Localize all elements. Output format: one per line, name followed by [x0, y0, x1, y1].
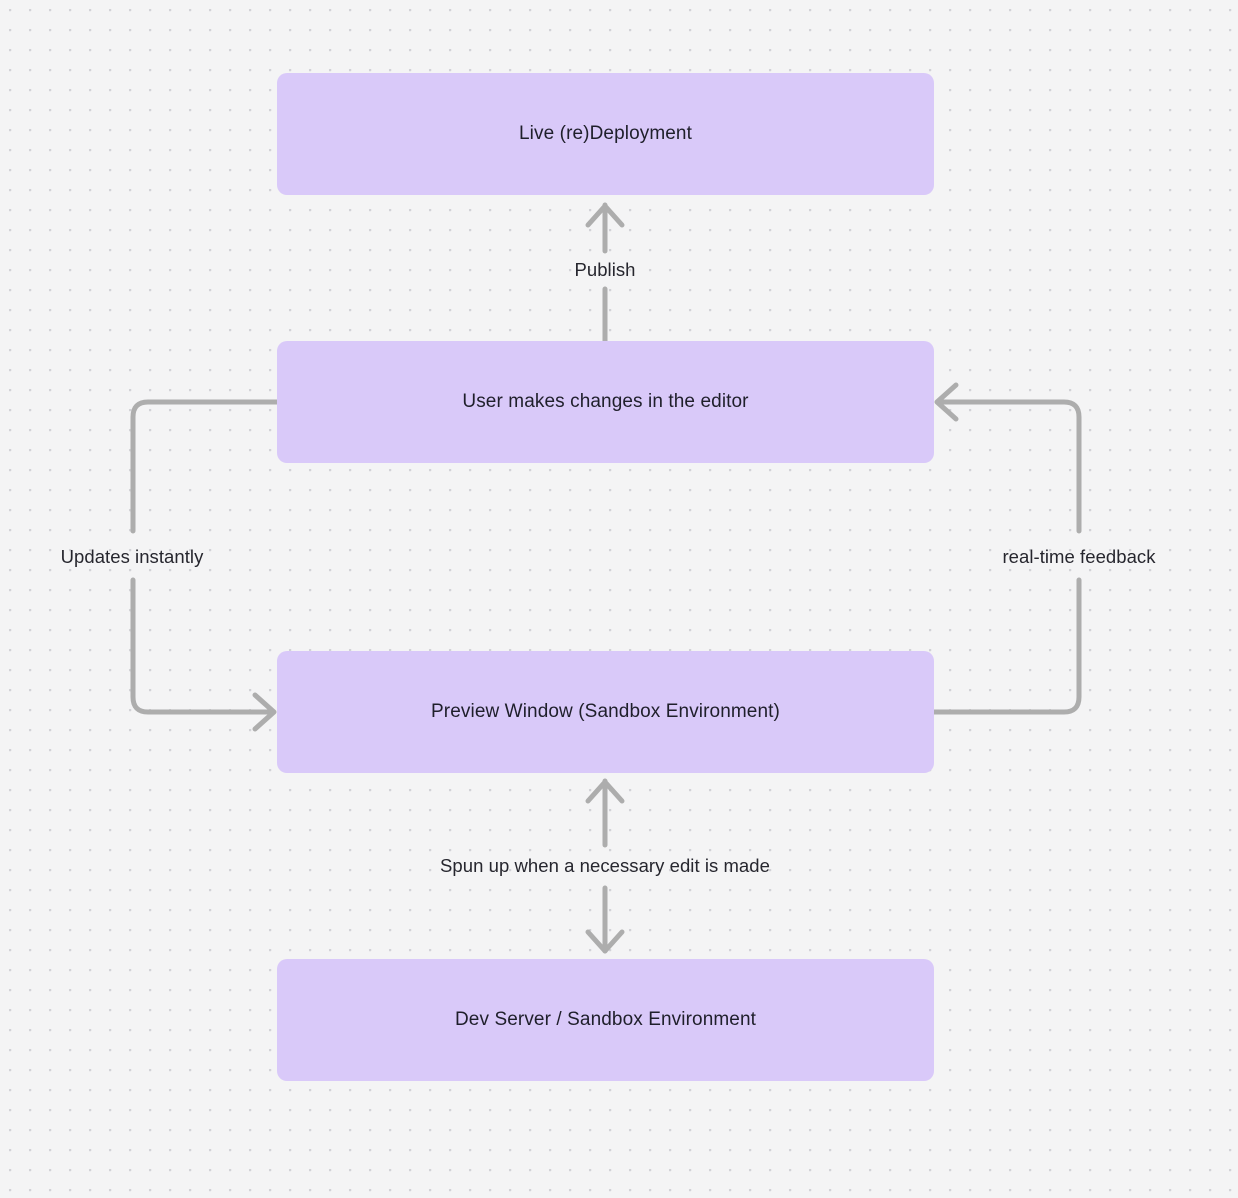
arrowhead-right-updates — [252, 692, 277, 732]
node-user-edits-label: User makes changes in the editor — [462, 390, 749, 412]
edge-label-real-time-feedback: real-time feedback — [1002, 545, 1156, 567]
node-user-edits[interactable]: User makes changes in the editor — [277, 341, 934, 463]
arrowhead-down-spun — [585, 929, 625, 954]
edge-label-spun-up: Spun up when a necessary edit is made — [440, 854, 770, 876]
edge-label-updates-instantly: Updates instantly — [60, 545, 204, 567]
arrowhead-left-feedback — [934, 382, 959, 422]
arrowhead-up-spun — [585, 779, 625, 804]
node-preview-window-label: Preview Window (Sandbox Environment) — [431, 700, 780, 722]
edge-label-publish: Publish — [574, 258, 636, 280]
node-dev-server[interactable]: Dev Server / Sandbox Environment — [277, 959, 934, 1081]
node-preview-window[interactable]: Preview Window (Sandbox Environment) — [277, 651, 934, 773]
arrowhead-up-publish — [585, 203, 625, 228]
node-live-deployment[interactable]: Live (re)Deployment — [277, 73, 934, 195]
node-dev-server-label: Dev Server / Sandbox Environment — [454, 1008, 756, 1030]
node-live-deployment-label: Live (re)Deployment — [519, 122, 692, 144]
